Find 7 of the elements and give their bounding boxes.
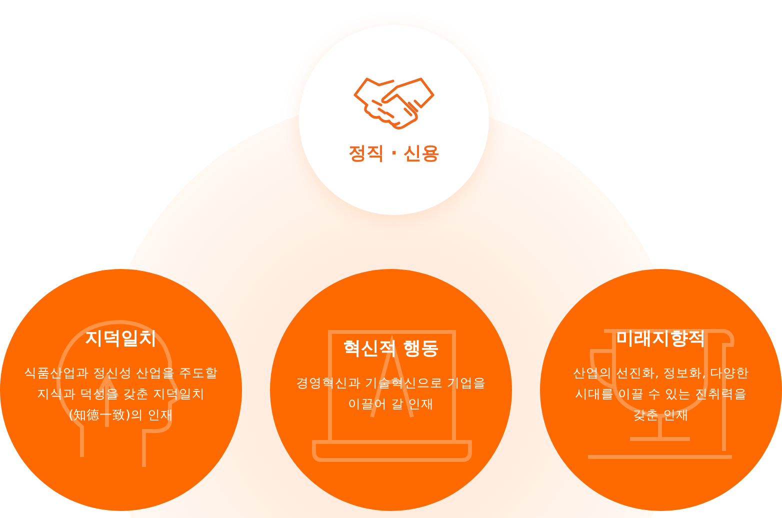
circle-heading: 혁신적 행동: [342, 337, 440, 360]
circle-description: 경영혁신과 기술혁신으로 기업을 이끌어 갈 인재: [296, 374, 486, 413]
circle-description: 산업의 선진화, 정보화, 다양한 시대를 이끌 수 있는 진취력을 갖춘 인재: [572, 364, 750, 424]
circle-heading: 정직 · 신용: [348, 142, 440, 165]
circle-description: 식품산업과 정신성 산업을 주도할 지식과 덕성을 갖춘 지덕일치(知德一致)의 인재: [23, 364, 219, 424]
circle-heading: 미래지향적: [616, 326, 706, 350]
circle-heading: 지덕일치: [85, 326, 157, 350]
